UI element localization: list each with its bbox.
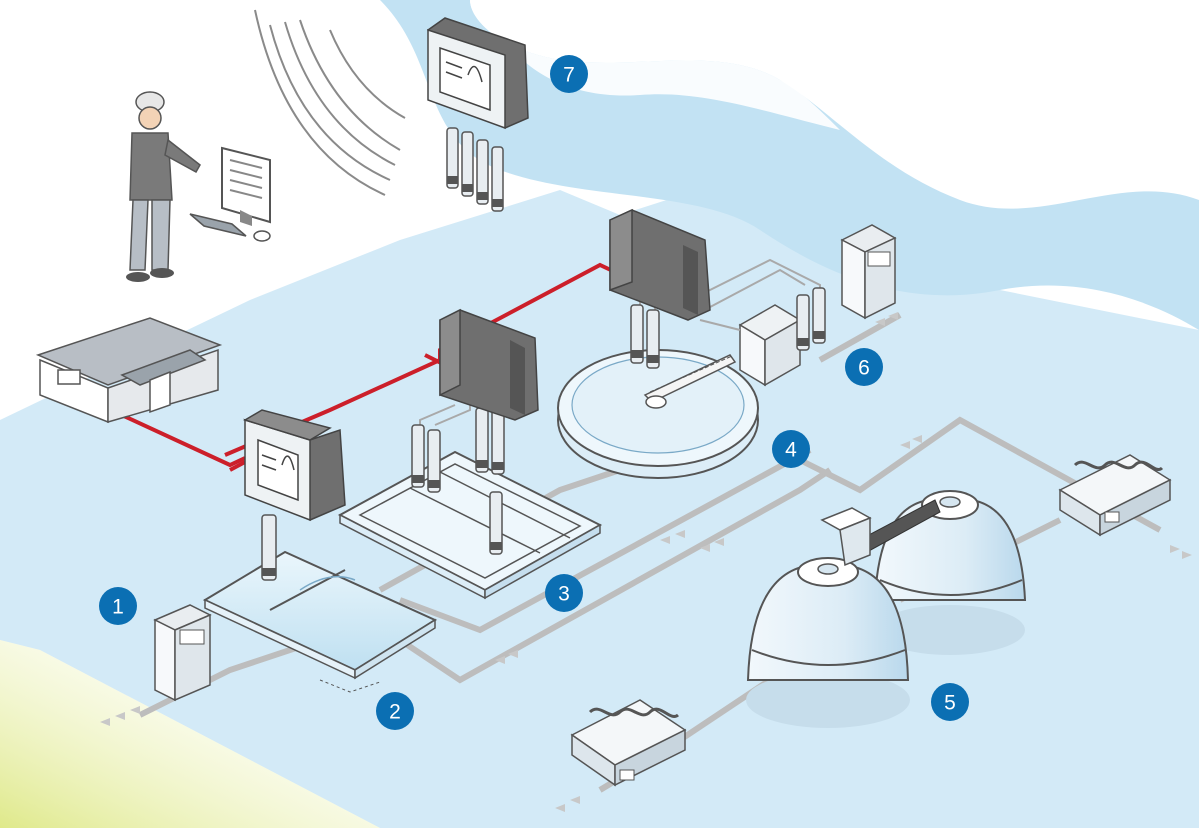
svg-text:7: 7: [563, 64, 575, 87]
aeration-tank: [337, 450, 603, 600]
controller-icon: [426, 17, 529, 130]
clarifier: [557, 349, 759, 479]
badge-6: 6: [845, 348, 883, 386]
workstation: [189, 146, 271, 242]
screw-press-icon: [570, 699, 687, 787]
controller-icon: [243, 409, 346, 522]
svg-text:1: 1: [112, 596, 124, 619]
probe-icon: [261, 127, 826, 581]
controller-clarifier: [609, 208, 711, 321]
badge-4: 4: [772, 430, 810, 468]
svg-text:3: 3: [558, 583, 570, 606]
controller-remote: [426, 17, 529, 130]
wireless-signal: [254, 9, 406, 196]
computer-monitor-icon: [189, 146, 271, 242]
clarifier-icon: [557, 349, 759, 479]
dewatering-press-right: [1058, 454, 1172, 537]
sensor-probes: [261, 127, 826, 581]
analyzer-cabinet: [738, 304, 802, 387]
building-icon: [35, 317, 223, 424]
badge-2: 2: [376, 692, 414, 730]
screw-press-icon: [1058, 454, 1172, 537]
controller-aeration: [439, 308, 539, 421]
controller-icon: [609, 208, 711, 321]
wifi-waves-icon: [254, 9, 406, 196]
svg-text:2: 2: [389, 701, 401, 724]
sampler-inlet: [153, 604, 212, 702]
dewatering-press-left: [570, 699, 687, 787]
badge-5: 5: [931, 683, 969, 721]
sampler-cabinet-icon: [153, 604, 212, 702]
worker-icon: [126, 91, 201, 282]
inlet-basin: [202, 550, 438, 693]
badge-7: 7: [550, 55, 588, 93]
sampler-outlet: [840, 224, 897, 320]
tank-icon: [337, 450, 603, 600]
svg-text:4: 4: [785, 439, 797, 462]
grass-area: [0, 640, 380, 828]
flow-arrows: [100, 312, 1192, 812]
badge-1: 1: [99, 587, 137, 625]
svg-text:6: 6: [858, 357, 870, 380]
basin-icon: [202, 550, 438, 693]
svg-text:5: 5: [944, 692, 956, 715]
digester-icon: [746, 490, 1027, 728]
badge-3: 3: [545, 574, 583, 612]
operator: [126, 91, 201, 282]
digesters: [746, 490, 1027, 728]
control-building: [35, 317, 223, 424]
controller-icon: [439, 308, 539, 421]
controller-inlet: [243, 409, 346, 522]
sampler-cabinet-icon: [840, 224, 897, 320]
